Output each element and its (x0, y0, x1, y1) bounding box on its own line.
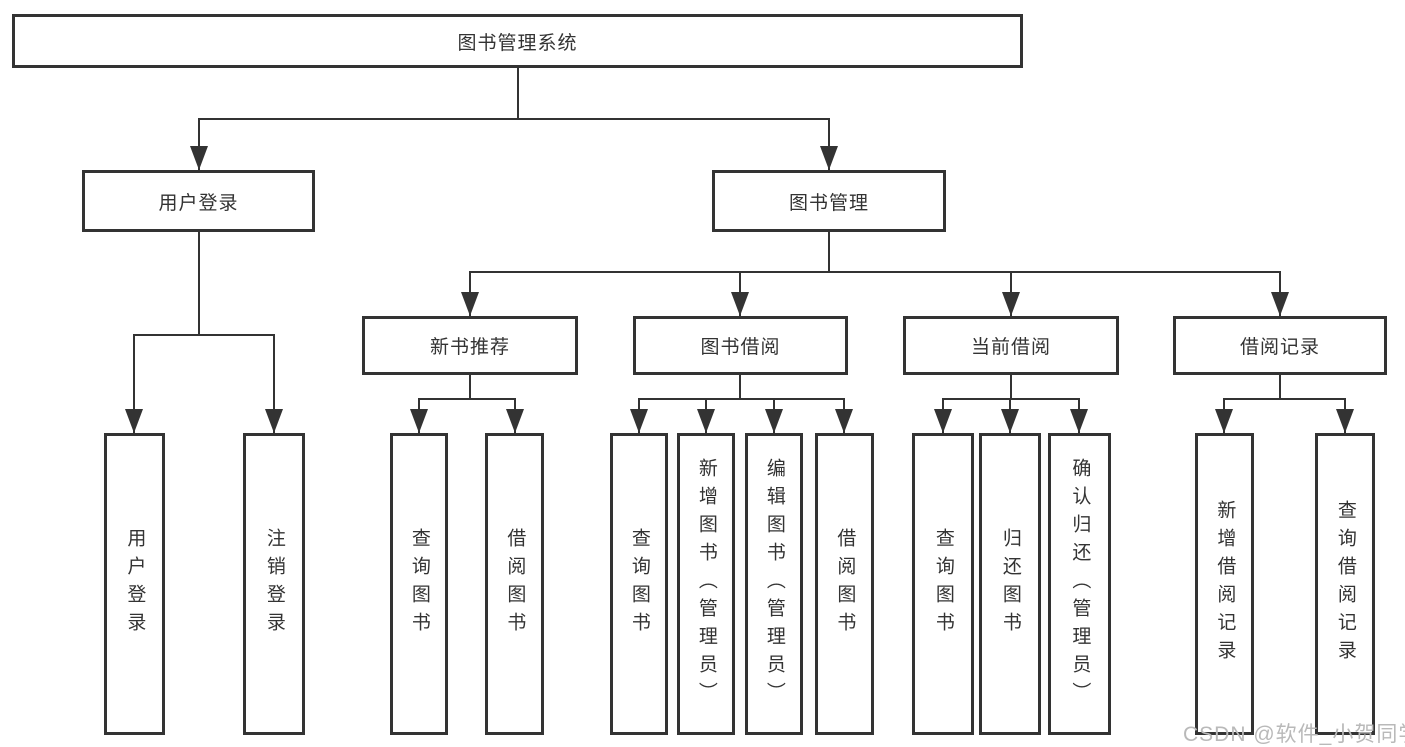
node-new-book-recommendation: 新书推荐 (362, 316, 578, 375)
arrowhead-down-icon (461, 292, 479, 316)
connector-line (198, 118, 200, 170)
leaf-user-login: 用户登录 (104, 433, 165, 735)
arrowhead-down-icon (1271, 292, 1289, 316)
leaf-borrow-books-borrowing: 借阅图书 (815, 433, 874, 735)
node-label: 当前借阅 (970, 337, 1051, 358)
arrowhead-down-icon (697, 409, 715, 433)
connector-line (133, 334, 275, 336)
leaf-query-borrow-record: 查询借阅记录 (1315, 433, 1375, 735)
connector-line (273, 334, 275, 433)
leaf-borrow-books-recommend: 借阅图书 (485, 433, 544, 735)
leaf-label: 新增借阅记录 (1214, 500, 1236, 668)
leaf-add-borrow-record: 新增借阅记录 (1195, 433, 1254, 735)
arrowhead-down-icon (506, 409, 524, 433)
leaf-query-books-borrowing: 查询图书 (610, 433, 668, 735)
connector-line (638, 398, 845, 400)
node-book-management: 图书管理 (712, 170, 946, 232)
node-label: 图书管理系统 (457, 32, 578, 54)
connector-line (1010, 375, 1012, 398)
node-book-borrowing: 图书借阅 (633, 316, 848, 375)
leaf-label: 查询图书 (932, 528, 954, 640)
leaf-label: 查询图书 (628, 528, 650, 640)
leaf-label: 编辑图书（管理员） (763, 458, 785, 710)
connector-line (1279, 375, 1281, 398)
watermark: CSDN @软件_小贺同学 (1183, 723, 1405, 746)
leaf-label: 注销登录 (263, 528, 285, 640)
node-borrowing-records: 借阅记录 (1173, 316, 1387, 375)
connector-line (469, 271, 1281, 273)
connector-line (828, 118, 830, 170)
leaf-label: 归还图书 (999, 528, 1021, 640)
arrowhead-down-icon (190, 146, 208, 170)
arrowhead-down-icon (835, 409, 853, 433)
arrowhead-down-icon (731, 292, 749, 316)
leaf-label: 确认归还（管理员） (1069, 458, 1091, 710)
leaf-query-books-current: 查询图书 (912, 433, 974, 735)
leaf-label: 借阅图书 (834, 528, 856, 640)
arrowhead-down-icon (1215, 409, 1233, 433)
connector-line (517, 68, 519, 118)
node-label: 图书管理 (788, 192, 869, 214)
leaf-label: 借阅图书 (504, 528, 526, 640)
connector-line (1223, 398, 1346, 400)
leaf-label: 新增图书（管理员） (695, 458, 717, 710)
leaf-add-book-admin: 新增图书（管理员） (677, 433, 735, 735)
node-current-borrowing: 当前借阅 (903, 316, 1119, 375)
arrowhead-down-icon (1070, 409, 1088, 433)
arrowhead-down-icon (410, 409, 428, 433)
node-label: 借阅记录 (1239, 337, 1320, 358)
connector-line (198, 118, 830, 120)
leaf-label: 用户登录 (124, 528, 146, 640)
leaf-confirm-return-admin: 确认归还（管理员） (1048, 433, 1111, 735)
arrowhead-down-icon (765, 409, 783, 433)
connector-line (418, 398, 515, 400)
arrowhead-down-icon (820, 146, 838, 170)
connector-line (828, 232, 830, 271)
arrowhead-down-icon (630, 409, 648, 433)
leaf-return-books: 归还图书 (979, 433, 1041, 735)
node-label: 图书借阅 (700, 337, 781, 358)
connector-line (133, 334, 135, 433)
node-label: 用户登录 (158, 192, 239, 214)
arrowhead-down-icon (934, 409, 952, 433)
node-book-management-system: 图书管理系统 (12, 14, 1023, 68)
arrowhead-down-icon (1002, 292, 1020, 316)
node-label: 新书推荐 (429, 337, 510, 358)
leaf-edit-book-admin: 编辑图书（管理员） (745, 433, 803, 735)
leaf-query-books-recommend: 查询图书 (390, 433, 448, 735)
connector-line (469, 375, 471, 398)
connector-line (739, 375, 741, 398)
leaf-label: 查询图书 (408, 528, 430, 640)
arrowhead-down-icon (1336, 409, 1354, 433)
node-user-login: 用户登录 (82, 170, 315, 232)
leaf-logout: 注销登录 (243, 433, 305, 735)
arrowhead-down-icon (1001, 409, 1019, 433)
arrowhead-down-icon (125, 409, 143, 433)
leaf-label: 查询借阅记录 (1334, 500, 1356, 668)
connector-line (942, 398, 1080, 400)
connector-line (198, 232, 200, 334)
arrowhead-down-icon (265, 409, 283, 433)
